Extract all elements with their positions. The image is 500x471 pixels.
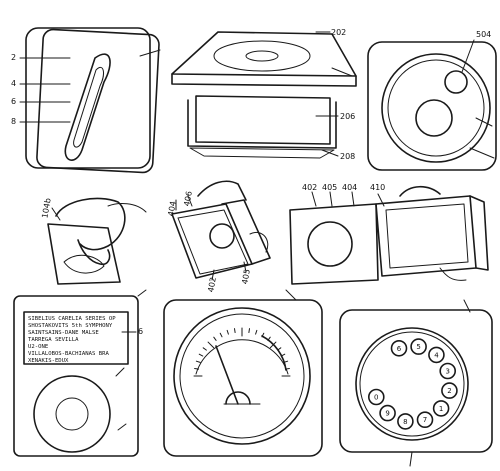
dial-digit: 9 [385, 410, 389, 418]
fig6-ref-404: 404 [342, 183, 357, 192]
fig3-round-dial: 504 [367, 30, 497, 171]
fig5-ref-405: 405 [240, 268, 252, 285]
meter-tick [213, 336, 217, 341]
fig1-ref-8: 8 [11, 117, 16, 126]
meter-tick [194, 367, 200, 370]
meter-needle [215, 345, 239, 405]
meter-scale-ticks [193, 327, 291, 377]
fig2-ref-202: 202 [331, 28, 346, 37]
fig3-ref-504: 504 [476, 30, 491, 39]
meter-tick [198, 353, 204, 357]
fig7-track-2: SHOSTAKOVITS 5th SYMPHONY [28, 323, 113, 329]
dial-digit: 5 [416, 343, 420, 351]
fig4-hand-card: 104b [40, 197, 147, 285]
fig2-platter-tray: 202 206 208 [171, 28, 357, 161]
fig1-ref-2: 2 [11, 53, 16, 62]
dial-digit: 0 [374, 393, 378, 401]
meter-tick [277, 347, 282, 351]
dial-hole [397, 413, 414, 430]
meter-tick [226, 329, 229, 335]
dial-hole [439, 362, 457, 380]
fig5-ref-406: 406 [182, 190, 194, 207]
meter-tick [219, 332, 223, 338]
fig7-track-5: U2-ONE [28, 344, 49, 350]
fig1-device-slot: 2 4 6 8 [11, 27, 160, 174]
fig8-analog-meter [163, 289, 323, 457]
fig7-track-1: SIBELIUS CARELIA SERIES OP [28, 316, 116, 322]
rotary-dial-holes: 6 5 4 3 2 1 7 8 9 0 [367, 338, 458, 430]
meter-tick [267, 336, 271, 341]
meter-tick [283, 360, 289, 363]
fig7-track-4: TARREGA SEVILLA [28, 337, 79, 343]
dial-digit: 1 [439, 405, 443, 413]
meter-tick [280, 353, 286, 357]
dial-hole [416, 411, 434, 429]
meter-tick [248, 328, 251, 334]
meter-tick [255, 329, 258, 335]
fig2-ref-206: 206 [340, 112, 355, 121]
meter-tick [233, 328, 236, 334]
meter-tick [202, 347, 207, 351]
meter-tick [261, 332, 265, 338]
fig1-ref-6: 6 [11, 97, 16, 106]
fig5-hinged-device: 404 406 402 405 [166, 180, 271, 293]
dial-digit: 7 [423, 416, 427, 424]
dial-hole [441, 382, 458, 399]
fig4-ref-104b: 104b [40, 197, 52, 219]
fig6-ref-410: 410 [370, 183, 385, 192]
fig7-track-6: VILLALOBOS-BACHIANAS BRA [28, 351, 109, 357]
leader-line [139, 49, 161, 57]
dial-digit: 8 [403, 418, 407, 426]
dial-hole [390, 339, 408, 357]
dial-hole [410, 338, 427, 355]
meter-tick [207, 341, 215, 349]
fig7-ref-6: 6 [138, 327, 143, 336]
fig6-ref-402: 402 [302, 183, 317, 192]
fig9-rotary-dial: 6 5 4 3 2 1 7 8 9 0 [339, 299, 493, 467]
fig6-open-device: 402 405 404 410 [289, 183, 489, 285]
fig7-track-3: SAINTSAINS-DANE MALSE [28, 330, 99, 336]
fig2-ref-208: 208 [340, 152, 355, 161]
dial-hole [432, 400, 450, 417]
meter-tick [269, 341, 277, 349]
fig7-player-tracklist: SIBELIUS CARELIA SERIES OP SHOSTAKOVITS … [13, 295, 143, 457]
dial-digit: 4 [434, 351, 439, 359]
fig5-ref-404: 404 [166, 200, 178, 217]
leader-line [137, 289, 147, 297]
fig6-ref-405: 405 [322, 183, 337, 192]
dial-digit: 6 [397, 345, 402, 353]
meter-tick [284, 367, 290, 370]
dial-hole [428, 346, 445, 364]
fig7-track-7: XENAKIS-EDUX [28, 358, 69, 364]
dial-hole [379, 404, 396, 422]
dial-hole [367, 388, 385, 406]
dial-digit: 3 [445, 368, 449, 376]
meter-tick [195, 360, 201, 363]
dial-digit: 2 [447, 387, 451, 395]
fig1-ref-4: 4 [11, 79, 16, 88]
fig5-ref-402: 402 [206, 276, 218, 293]
